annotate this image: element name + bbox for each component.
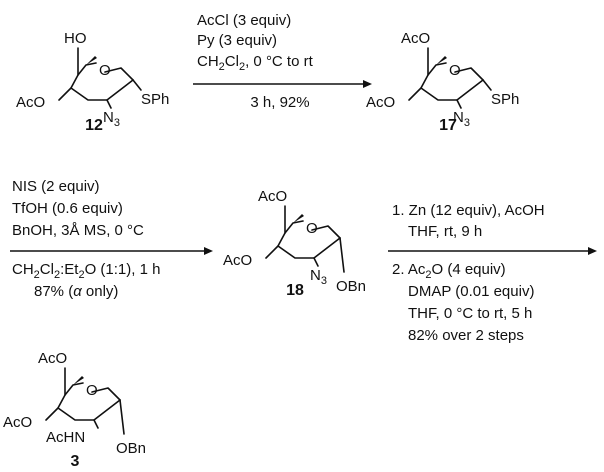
acetoxy-left-label: AcO <box>3 414 32 431</box>
compound-label-12: 12 <box>85 117 103 134</box>
azide-n: N <box>103 109 114 126</box>
compound-18: O AcO AcO N3 OBn <box>223 188 366 295</box>
ring-oxygen-label: O <box>306 220 318 237</box>
ring-oxygen-label: O <box>86 382 98 399</box>
azide-subscript: 3 <box>114 117 120 129</box>
benzyloxy-label: OBn <box>116 440 146 457</box>
step2-arrowhead <box>204 247 213 255</box>
azide-label: N3 <box>453 109 470 129</box>
acetoxy-label: AcO <box>16 94 45 111</box>
azide-label: N3 <box>310 267 327 287</box>
azide-n: N <box>310 267 321 284</box>
thiophenyl-label: SPh <box>491 91 519 108</box>
compound-12: O HO AcO SPh N3 <box>16 30 169 129</box>
acetoxy-left-label: AcO <box>366 94 395 111</box>
step1-time-yield: 3 h, 92% <box>250 94 309 111</box>
step2-reagent-3: BnOH, 3Å MS, 0 °C <box>12 222 144 239</box>
compound-label-3: 3 <box>71 453 80 470</box>
acetamido-label: AcHN <box>46 429 85 446</box>
step2-reagent-2: TfOH (0.6 equiv) <box>12 200 123 217</box>
step2-yield: 87% (α only) <box>34 283 118 300</box>
acetoxy-top-label: AcO <box>401 30 430 47</box>
step3-yield: 82% over 2 steps <box>408 327 524 344</box>
step1-arrowhead <box>363 80 372 88</box>
azide-label: N3 <box>103 109 120 129</box>
acetoxy-left-label: AcO <box>223 252 252 269</box>
step3-reagent-3: 2. Ac2O (4 equiv) <box>392 261 506 281</box>
step3-reagent-1: 1. Zn (12 equiv), AcOH <box>392 202 545 219</box>
thiophenyl-label: SPh <box>141 91 169 108</box>
hydroxyl-label: HO <box>64 30 87 47</box>
step2-solvent: CH2Cl2:Et2O (1:1), 1 h <box>12 261 160 281</box>
ring-oxygen-label: O <box>99 62 111 79</box>
step2-conditions: NIS (2 equiv) TfOH (0.6 equiv) BnOH, 3Å … <box>10 178 213 300</box>
step1-conditions: AcCl (3 equiv) Py (3 equiv) CH2Cl2, 0 °C… <box>193 12 372 111</box>
step3-arrowhead <box>588 247 597 255</box>
compound-3: O AcO AcO AcHN OBn <box>3 350 146 457</box>
azide-n: N <box>453 109 464 126</box>
acetoxy-top-label: AcO <box>258 188 287 205</box>
compound-label-18: 18 <box>286 282 304 299</box>
step1-reagent-2: Py (3 equiv) <box>197 32 277 49</box>
compound-label-17: 17 <box>439 117 457 134</box>
acetoxy-top-label: AcO <box>38 350 67 367</box>
step3-conditions: 1. Zn (12 equiv), AcOH THF, rt, 9 h 2. A… <box>388 202 597 344</box>
ring-oxygen-label: O <box>449 62 461 79</box>
step3-reagent-4: DMAP (0.01 equiv) <box>408 283 534 300</box>
benzyloxy-label: OBn <box>336 278 366 295</box>
azide-subscript: 3 <box>321 275 327 287</box>
step1-reagent-1: AcCl (3 equiv) <box>197 12 291 29</box>
step1-solvent: CH2Cl2, 0 °C to rt <box>197 53 314 73</box>
step2-reagent-1: NIS (2 equiv) <box>12 178 100 195</box>
azide-subscript: 3 <box>464 117 470 129</box>
step3-reagent-5: THF, 0 °C to rt, 5 h <box>408 305 532 322</box>
compound-17: O AcO AcO SPh N3 <box>366 30 519 129</box>
step3-reagent-2: THF, rt, 9 h <box>408 223 482 240</box>
